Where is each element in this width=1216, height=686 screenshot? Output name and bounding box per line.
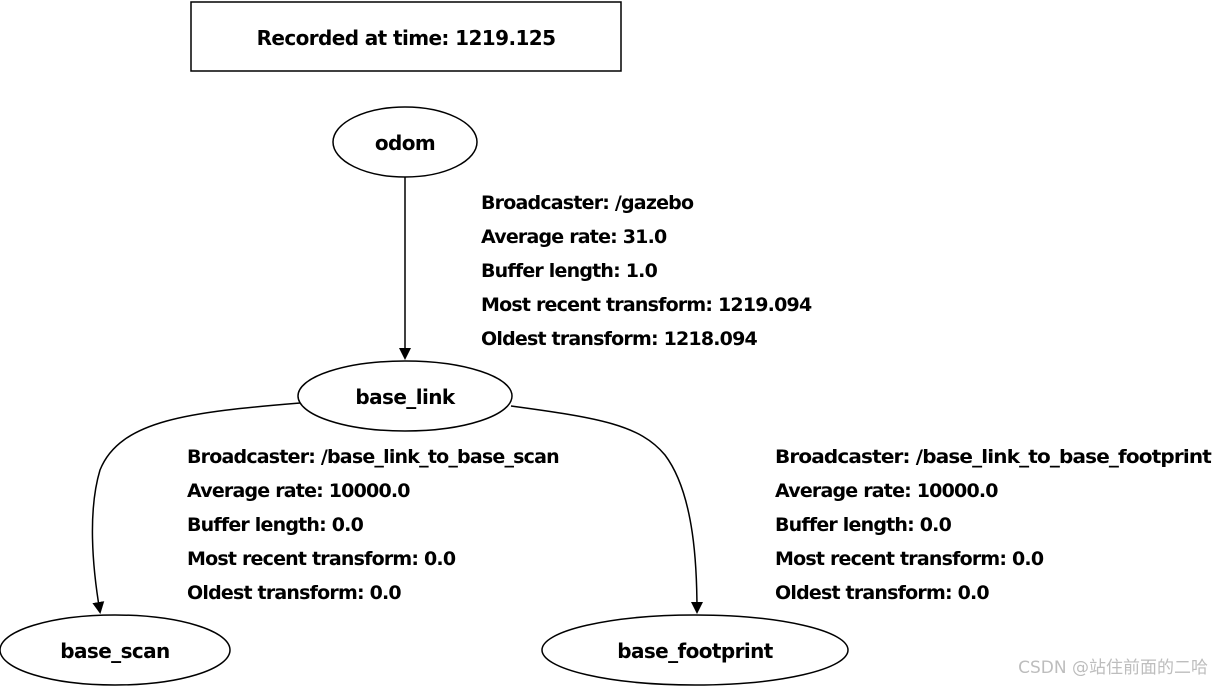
oldest-transform-label: Oldest transform: 1218.094 [481, 328, 758, 350]
edge-base-link-to-base-scan [91, 402, 301, 614]
most-recent-transform-label: Most recent transform: 1219.094 [481, 294, 812, 316]
broadcaster-label: Broadcaster: /base_link_to_base_scan [187, 446, 559, 468]
average-rate-label: Average rate: 10000.0 [775, 480, 998, 502]
buffer-length-label: Buffer length: 0.0 [187, 514, 364, 536]
node-base-link: base_link [297, 360, 513, 432]
watermark-text: CSDN @站住前面的二哈 [1018, 658, 1208, 678]
node-base-footprint-label: base_footprint [617, 639, 773, 663]
edge-label-base-link-to-base-scan: Broadcaster: /base_link_to_base_scan Ave… [187, 446, 560, 604]
broadcaster-label: Broadcaster: /gazebo [481, 192, 694, 214]
recorded-time-box: Recorded at time: 1219.125 [190, 1, 622, 72]
node-odom: odom [332, 106, 478, 178]
edge-base-link-to-base-footprint [510, 405, 703, 614]
most-recent-transform-label: Most recent transform: 0.0 [187, 548, 456, 570]
oldest-transform-label: Oldest transform: 0.0 [775, 582, 989, 604]
recorded-time-label: Recorded at time: 1219.125 [257, 26, 556, 50]
oldest-transform-label: Oldest transform: 0.0 [187, 582, 401, 604]
most-recent-transform-label: Most recent transform: 0.0 [775, 548, 1044, 570]
node-base-scan-label: base_scan [60, 639, 169, 663]
edge-label-base-link-to-base-footprint: Broadcaster: /base_link_to_base_footprin… [775, 446, 1213, 604]
broadcaster-label: Broadcaster: /base_link_to_base_footprin… [775, 446, 1212, 468]
average-rate-label: Average rate: 31.0 [481, 226, 667, 248]
node-base-scan: base_scan [0, 614, 231, 686]
edge-label-odom-to-base-link: Broadcaster: /gazebo Average rate: 31.0 … [481, 192, 813, 350]
buffer-length-label: Buffer length: 0.0 [775, 514, 952, 536]
average-rate-label: Average rate: 10000.0 [187, 480, 410, 502]
node-odom-label: odom [375, 131, 435, 155]
buffer-length-label: Buffer length: 1.0 [481, 260, 658, 282]
node-base-link-label: base_link [355, 385, 455, 409]
node-base-footprint: base_footprint [541, 614, 849, 686]
